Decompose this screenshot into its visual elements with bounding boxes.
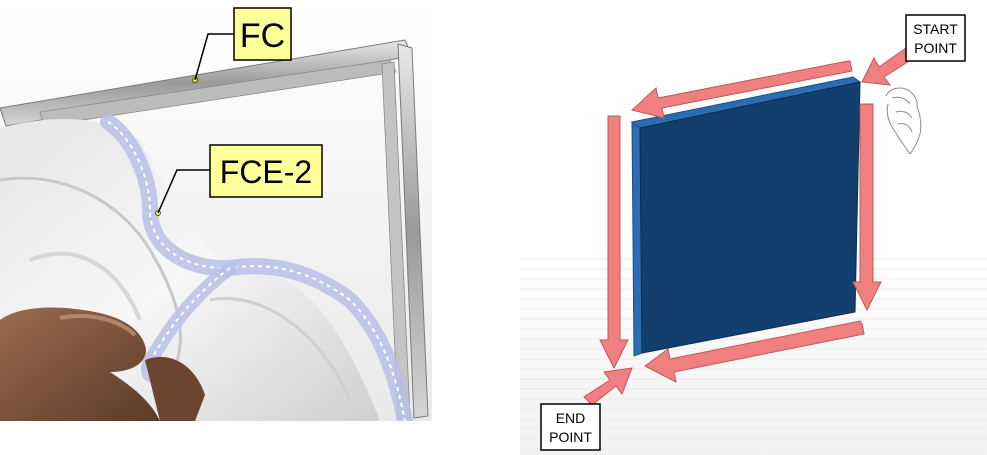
fabric-panel (632, 77, 860, 356)
installation-diagram: START POINT END POINT (520, 0, 987, 455)
callout-fce2-label: FCE-2 (220, 154, 312, 190)
hand-sketch-icon (886, 88, 921, 154)
start-point-line-2: POINT (914, 40, 957, 56)
photo-panel: FC FCE-2 (0, 0, 432, 421)
start-point-line-1: START (913, 21, 958, 37)
end-point-line-1: END (556, 410, 586, 426)
start-point-label: START POINT (906, 15, 965, 61)
end-point-line-2: POINT (549, 429, 592, 445)
panel-face (640, 82, 860, 353)
end-point-label: END POINT (541, 404, 600, 450)
callout-fc-label: FC (240, 17, 285, 55)
installation-diagram-svg: START POINT END POINT (520, 0, 987, 455)
frame-photo: FC FCE-2 (0, 0, 432, 421)
